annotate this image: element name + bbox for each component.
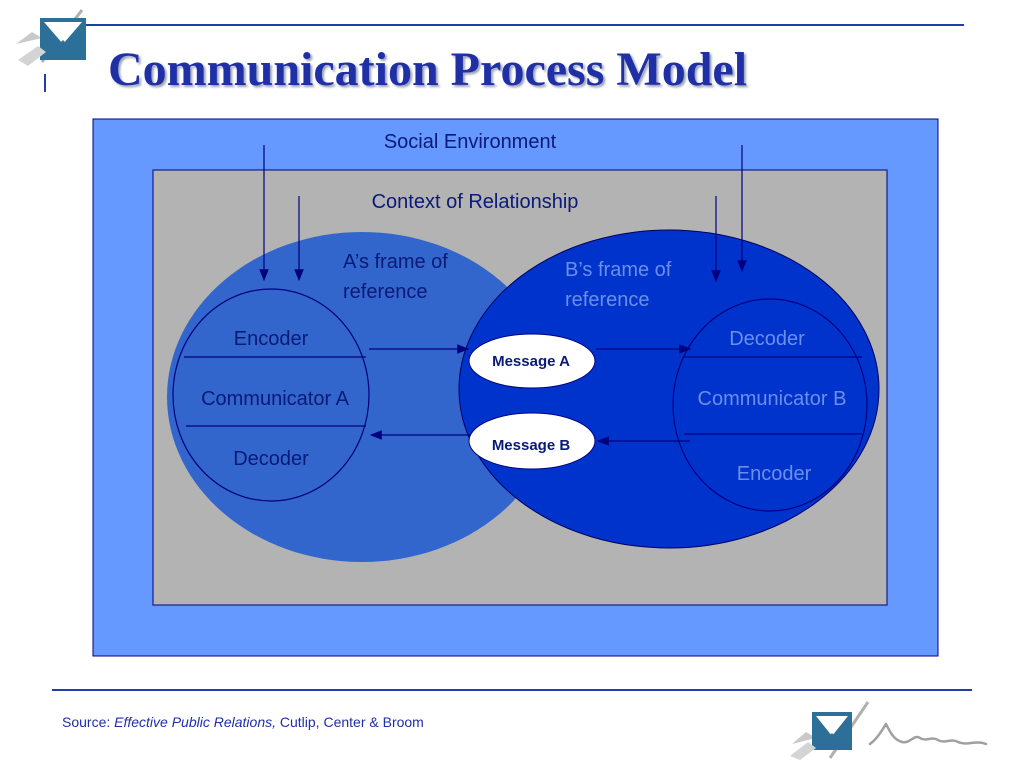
- source-prefix: Source:: [62, 714, 115, 730]
- communicator-a-encoder: Encoder: [234, 328, 309, 350]
- source-title: Effective Public Relations,: [114, 714, 276, 730]
- bottom-rule: [52, 689, 972, 691]
- logo-diamond-icon: [16, 9, 86, 66]
- message-b-label: Message B: [492, 437, 571, 454]
- signature-mark: [868, 722, 988, 746]
- frame-b-label-line1: B’s frame of: [565, 259, 672, 281]
- frame-a-ellipse: [167, 232, 557, 562]
- footer-logo-icon: [790, 701, 988, 760]
- top-rule: [78, 24, 964, 26]
- title-tick-mark: [44, 74, 46, 92]
- message-a-oval: [468, 333, 596, 389]
- frame-a-label-line2: reference: [343, 281, 428, 303]
- communicator-a-decoder: Decoder: [233, 448, 309, 470]
- communicator-a-circle: [172, 288, 370, 502]
- message-a-label: Message A: [492, 353, 570, 370]
- context-of-relationship-label: Context of Relationship: [372, 191, 579, 213]
- communicator-b-decoder: Decoder: [729, 328, 805, 350]
- frame-b-label-line2: reference: [565, 289, 650, 311]
- communicator-b-encoder: Encoder: [737, 463, 812, 485]
- social-environment-label: Social Environment: [384, 131, 557, 153]
- page-title: Communication Process Model: [108, 43, 748, 96]
- frame-b-ellipse: [458, 229, 880, 549]
- frame-a-label-line1: A’s frame of: [343, 251, 448, 273]
- communicator-b-label: Communicator B: [698, 388, 847, 410]
- source-citation: Source: Effective Public Relations, Cutl…: [62, 714, 424, 730]
- source-authors: Cutlip, Center & Broom: [276, 714, 424, 730]
- message-b-oval: [468, 412, 596, 470]
- communicator-b-circle: [672, 298, 868, 512]
- communicator-a-label: Communicator A: [201, 388, 349, 410]
